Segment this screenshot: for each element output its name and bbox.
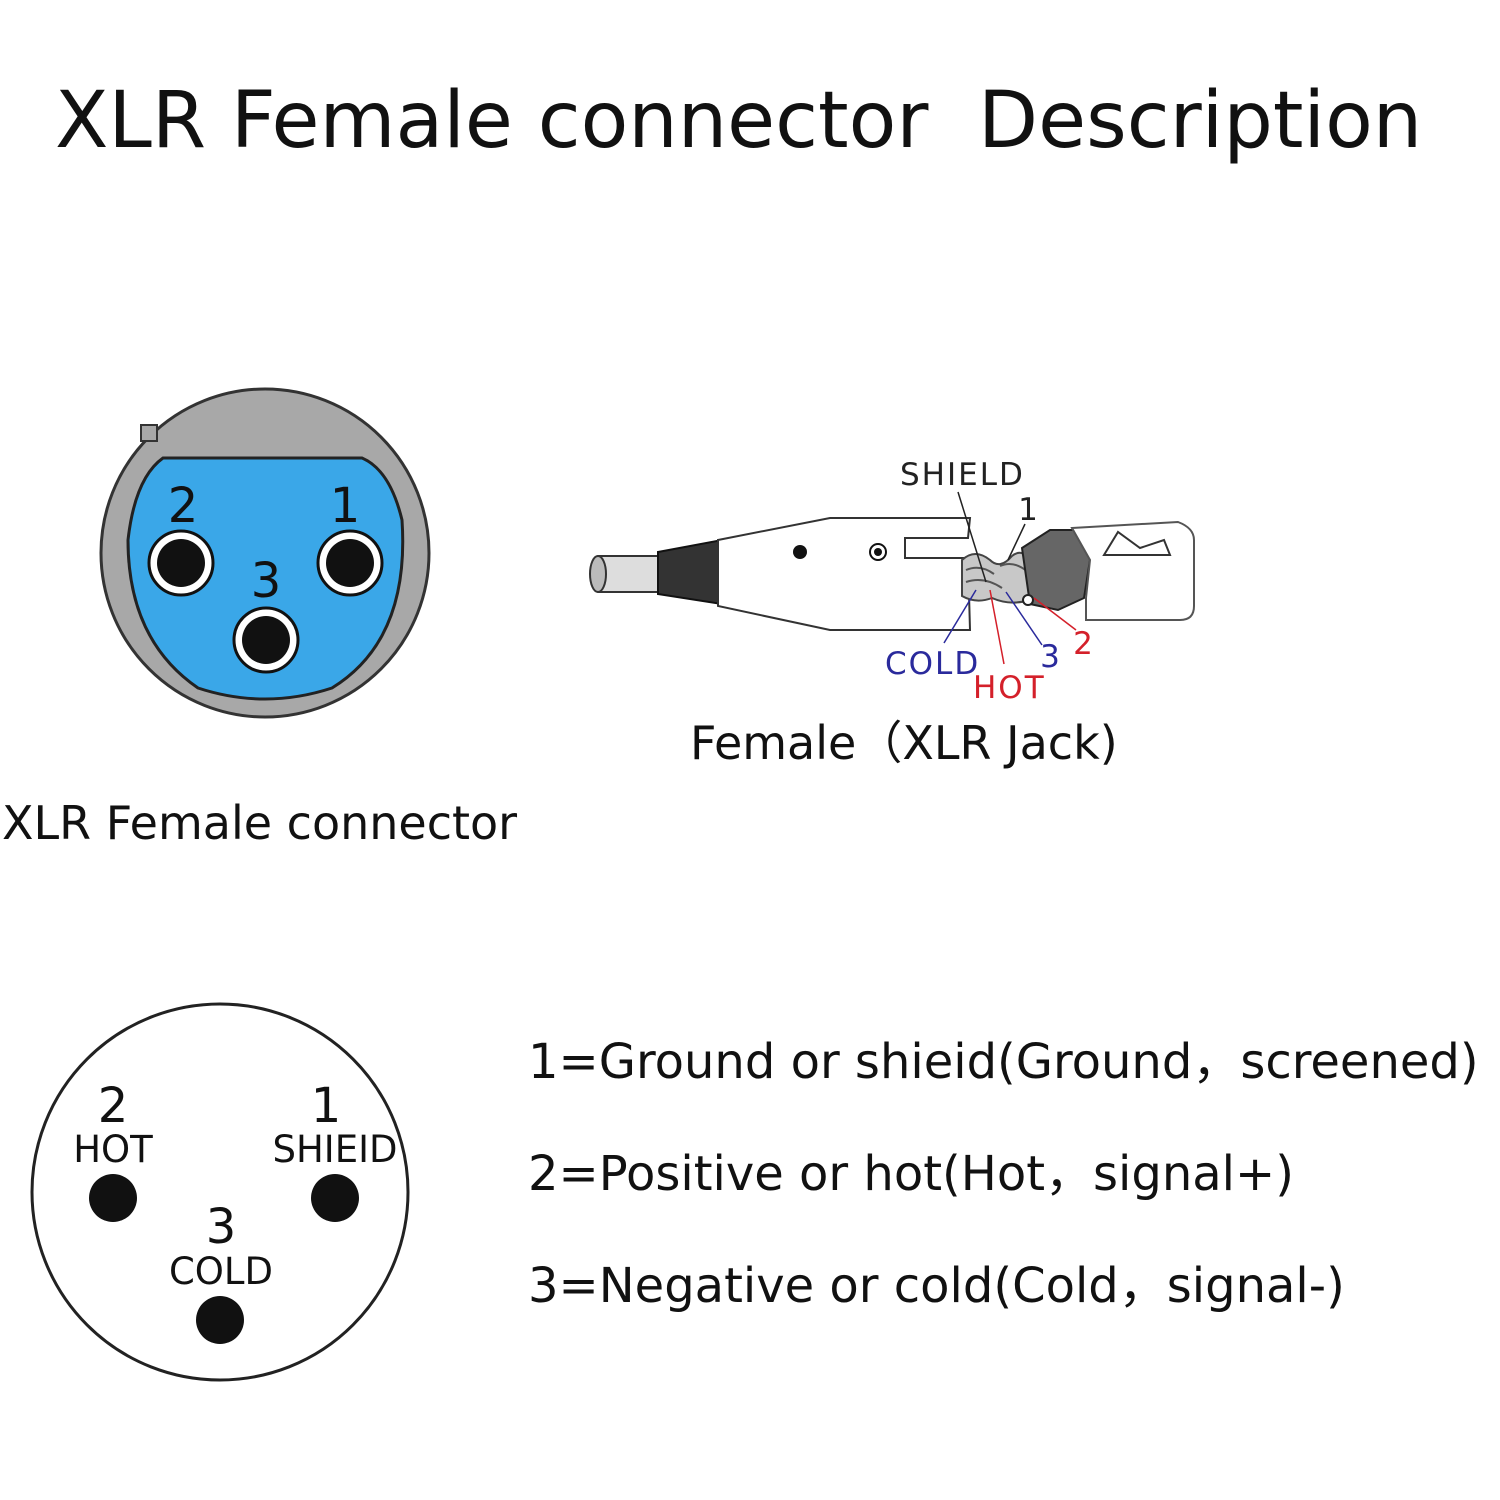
front-pin-label-2: 2 xyxy=(168,478,199,534)
connector-key-notch xyxy=(140,424,158,442)
pinout-pin-2-name: HOT xyxy=(73,1128,153,1171)
jack-shell xyxy=(717,517,972,631)
pin-socket-2-hole xyxy=(157,539,205,587)
pinout-pin-3-dot xyxy=(196,1296,244,1344)
insert-contact xyxy=(1022,594,1034,606)
leader-cold xyxy=(943,589,977,644)
pin-description-2: 2=Positive or hot(Hot，signal+) xyxy=(528,1146,1294,1202)
label-hot: HOT xyxy=(973,670,1046,706)
label-shield: SHIELD xyxy=(900,457,1025,493)
label-jack-pin1: 1 xyxy=(1018,492,1038,528)
label-jack-pin2: 2 xyxy=(1073,626,1093,662)
front-view-caption: XLR Female connector xyxy=(2,796,518,850)
pinout-pin-3-name: COLD xyxy=(169,1250,273,1293)
leader-pin3 xyxy=(1005,591,1043,646)
shell-screw-center xyxy=(874,548,882,556)
pinout-pin-2-number: 2 xyxy=(98,1078,129,1134)
leader-pin1 xyxy=(1007,523,1026,561)
cable-end xyxy=(589,555,607,593)
label-cold: COLD xyxy=(885,646,980,682)
front-pin-label-3: 3 xyxy=(251,553,282,609)
pinout-pin-1-name: SHIEID xyxy=(272,1128,397,1171)
connector-face xyxy=(126,456,405,701)
pinout-pin-1-dot xyxy=(311,1174,359,1222)
latch-button xyxy=(1102,530,1172,556)
pinout-diagram: 2 HOT 1 SHIEID 3 COLD xyxy=(30,1002,410,1382)
leader-pin2 xyxy=(1033,597,1077,631)
page-title: XLR Female connector Description xyxy=(55,76,1423,166)
xlr-female-front-view: 2 1 3 xyxy=(99,387,431,719)
front-pin-label-1: 1 xyxy=(330,478,361,534)
pinout-outline xyxy=(30,1002,410,1382)
pin-socket-1-hole xyxy=(326,539,374,587)
leader-hot xyxy=(989,589,1005,665)
pin-description-3: 3=Negative or cold(Cold，signal-) xyxy=(528,1258,1345,1314)
pinout-pin-1-number: 1 xyxy=(311,1078,342,1134)
pinout-pin-3-number: 3 xyxy=(206,1199,237,1255)
label-jack-pin3: 3 xyxy=(1040,639,1060,675)
pin-description-1: 1=Ground or shieid(Ground，screened) xyxy=(528,1034,1479,1090)
xlr-jack-side-view: SHIELD 1 COLD HOT 3 2 xyxy=(589,457,1195,706)
latch-head xyxy=(1070,520,1195,621)
pinout-pin-2-dot xyxy=(89,1174,137,1222)
pin-socket-3-hole xyxy=(242,616,290,664)
shell-screw-hole xyxy=(793,545,807,559)
leader-shield xyxy=(957,491,987,583)
jack-caption: Female（XLR Jack) xyxy=(690,716,1118,770)
